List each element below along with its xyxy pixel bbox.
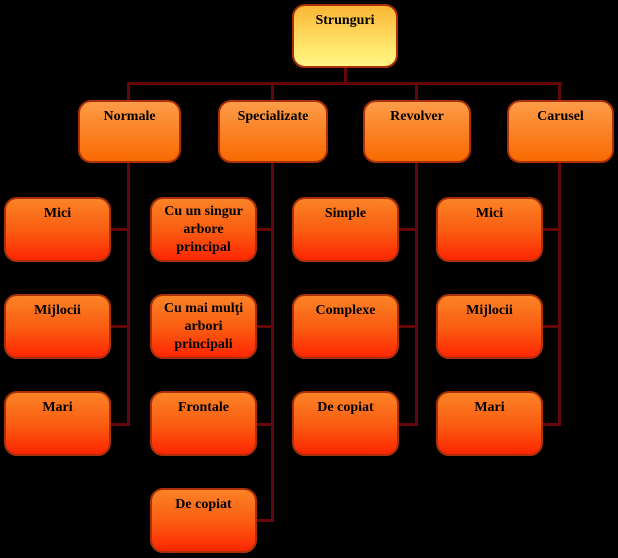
connector-stub: [541, 228, 561, 231]
node-strunguri: Strunguri: [292, 4, 398, 68]
connector-drop-carusel: [558, 82, 561, 100]
node-normale-mari: Mari: [4, 391, 111, 456]
connector-col-revolver: [415, 163, 418, 426]
node-revolver-complexe: Complexe: [292, 294, 399, 359]
node-revolver-simple: Simple: [292, 197, 399, 262]
node-carusel: Carusel: [507, 100, 614, 163]
node-carusel-mari: Mari: [436, 391, 543, 456]
node-normale-mici: Mici: [4, 197, 111, 262]
connector-stub: [541, 423, 561, 426]
node-carusel-mici: Mici: [436, 197, 543, 262]
connector-col-normale: [127, 163, 130, 426]
connector-drop-normale: [127, 82, 130, 100]
node-carusel-mijlocii: Mijlocii: [436, 294, 543, 359]
connector-stub: [541, 325, 561, 328]
connector-stub: [255, 228, 274, 231]
connector-stub: [109, 325, 130, 328]
node-specializate-frontale: Frontale: [150, 391, 257, 456]
connector-stub: [109, 228, 130, 231]
connector-stub: [397, 423, 418, 426]
connector-col-specializate: [271, 163, 274, 522]
connector-stub: [255, 325, 274, 328]
node-normale: Normale: [78, 100, 181, 163]
node-revolver: Revolver: [363, 100, 471, 163]
node-specializate-de-copiat: De copiat: [150, 488, 257, 553]
node-specializate: Specializate: [218, 100, 328, 163]
node-specializate-mai-multi-arbori: Cu mai mulţi arbori principali: [150, 294, 257, 359]
connector-top-hbar: [127, 82, 562, 85]
connector-drop-specializate: [271, 82, 274, 100]
connector-stub: [397, 325, 418, 328]
connector-stub: [397, 228, 418, 231]
node-normale-mijlocii: Mijlocii: [4, 294, 111, 359]
node-revolver-de-copiat: De copiat: [292, 391, 399, 456]
connector-stub: [109, 423, 130, 426]
connector-stub: [255, 423, 274, 426]
connector-drop-revolver: [415, 82, 418, 100]
connector-stub: [255, 519, 274, 522]
node-specializate-un-singur-arbore: Cu un singur arbore principal: [150, 197, 257, 262]
connector-root-stem: [344, 68, 347, 84]
connector-col-carusel: [558, 163, 561, 426]
